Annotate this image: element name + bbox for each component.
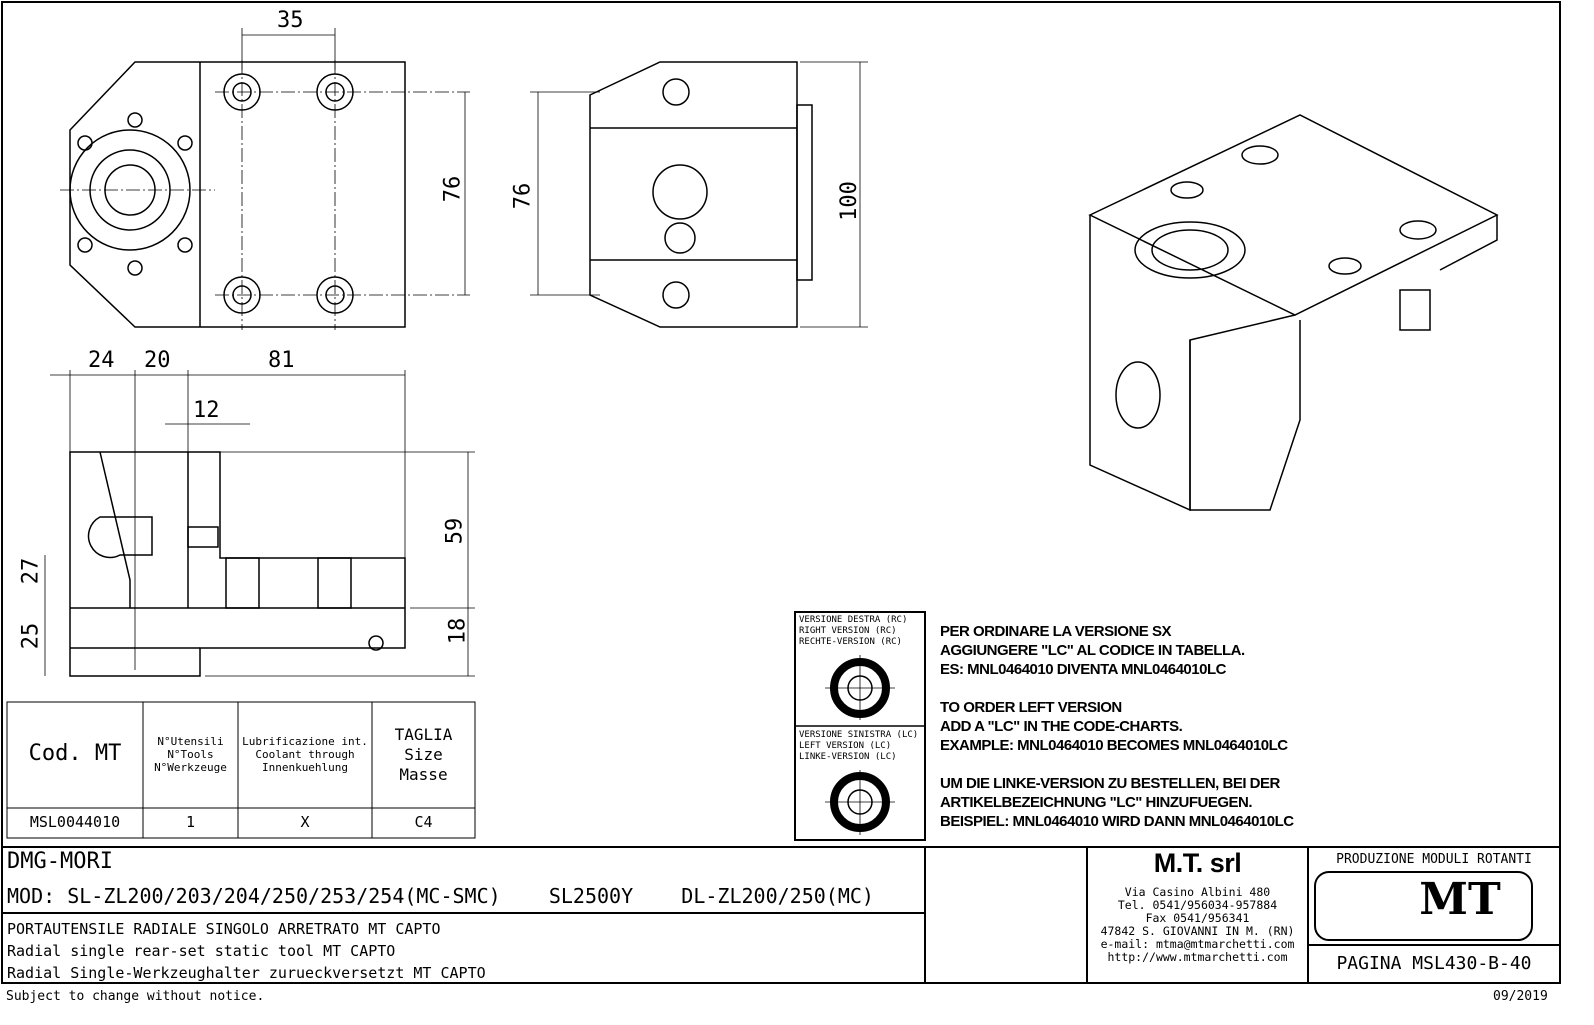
machine-brand: DMG-MORI [7,849,113,874]
dim-27: 27 [18,557,44,585]
front-view [60,28,470,330]
mt-logo: MT [1419,874,1501,925]
isometric-view [1088,114,1499,512]
section-view [44,370,475,677]
left-version-label: VERSIONE SINISTRA (LC)LEFT VERSION (LC)L… [799,730,919,762]
dim-100: 100 [836,181,862,221]
table-header-code: Cod. MT [28,741,122,766]
disclaimer: Subject to change without notice. [6,989,265,1004]
dim-20: 20 [144,348,171,373]
version-box-lines [794,611,926,841]
table-cell-tools: 1 [185,813,196,831]
dim-25: 25 [18,622,44,650]
production-label: PRODUZIONE MODULI ROTANTI [1336,852,1532,867]
table-cell-coolant: X [300,813,310,831]
dim-35: 35 [277,8,304,33]
revision-date: 09/2019 [1493,989,1548,1004]
dim-24: 24 [88,348,115,373]
company-name: M.T. srl [1153,848,1242,878]
table-cell-size: C4 [414,813,433,831]
dim-81: 81 [268,348,295,373]
dim-76-front: 76 [440,175,466,203]
dim-76-side: 76 [510,182,536,210]
dim-59: 59 [442,517,468,545]
note-german: UM DIE LINKE-VERSION ZU BESTELLEN, BEI D… [940,775,1294,830]
table-cell-code: MSL0044010 [29,813,121,831]
product-description: PORTAUTENSILE RADIALE SINGOLO ARRETRATO … [7,920,486,982]
spec-table-lines [6,701,476,839]
right-version-label: VERSIONE DESTRA (RC)RIGHT VERSION (RC)RE… [799,615,908,647]
dim-12: 12 [193,398,220,423]
page-number: PAGINA MSL430-B-40 [1336,953,1532,974]
title-block-lines [2,846,1560,983]
dim-18: 18 [445,617,471,645]
side-view [530,61,868,328]
machine-models: MOD: SL-ZL200/203/204/250/253/254(MC-SMC… [7,884,874,908]
